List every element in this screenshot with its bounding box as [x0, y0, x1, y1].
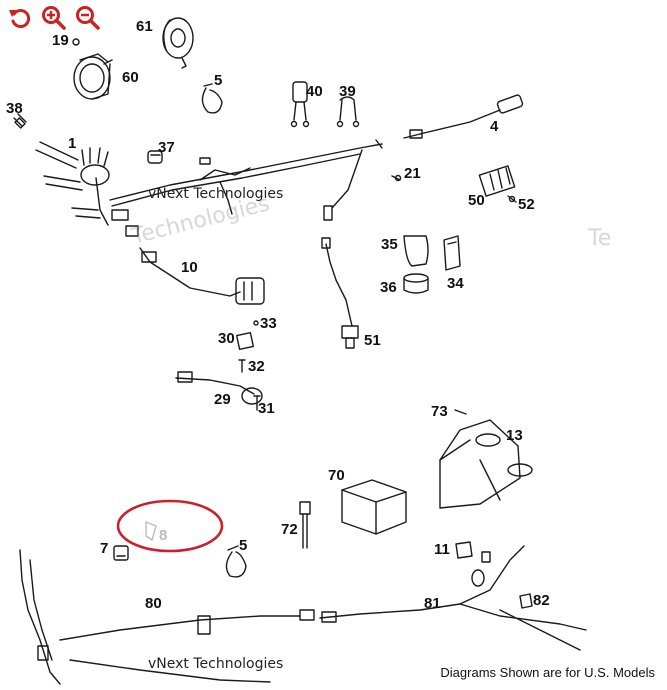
- callout-35[interactable]: 35: [381, 236, 398, 253]
- callout-34[interactable]: 34: [447, 275, 464, 292]
- part-50-rectifier[interactable]: [478, 165, 516, 197]
- callout-60[interactable]: 60: [122, 69, 139, 86]
- zoom-out-button[interactable]: [74, 4, 102, 32]
- part-72-fuse[interactable]: [299, 501, 311, 549]
- callout-1[interactable]: 1: [68, 135, 77, 152]
- callout-50[interactable]: 50: [468, 192, 485, 209]
- callout-73[interactable]: 73: [431, 403, 448, 420]
- part-51-sensor[interactable]: [321, 237, 359, 349]
- callout-80[interactable]: 80: [145, 595, 162, 612]
- part-21-screw[interactable]: [391, 174, 402, 182]
- callout-81[interactable]: 81: [424, 595, 441, 612]
- part-82-clip[interactable]: [519, 593, 533, 609]
- part-7-connector[interactable]: [113, 545, 129, 561]
- part-29-cable[interactable]: [175, 371, 263, 405]
- part-80-rear-harness[interactable]: [19, 549, 315, 685]
- callout-21[interactable]: 21: [404, 165, 421, 182]
- part-10-regulator[interactable]: [235, 277, 265, 305]
- callout-13[interactable]: 13: [506, 427, 523, 444]
- highlight-ring: [116, 499, 224, 553]
- part-39-diode[interactable]: [336, 96, 360, 128]
- part-61-horn[interactable]: [162, 17, 194, 69]
- part-33-screw[interactable]: [253, 320, 259, 326]
- callout-51[interactable]: 51: [364, 332, 381, 349]
- part-4-lead[interactable]: [403, 94, 524, 139]
- callout-4[interactable]: 4: [490, 118, 499, 135]
- part-37-cap[interactable]: [147, 150, 163, 164]
- part-36-grommet[interactable]: [403, 273, 429, 294]
- part-32-bolt[interactable]: [238, 359, 246, 373]
- part-5-clamp-bottom[interactable]: [225, 545, 247, 578]
- callout-37[interactable]: 37: [158, 139, 175, 156]
- callout-36[interactable]: 36: [380, 279, 397, 296]
- part-81-harness[interactable]: [319, 545, 587, 651]
- part-73-screw[interactable]: [454, 409, 467, 415]
- callout-52[interactable]: 52: [518, 196, 535, 213]
- part-60-gauge[interactable]: [73, 53, 113, 100]
- callout-31[interactable]: 31: [258, 400, 275, 417]
- part-5-clamp-top[interactable]: [201, 83, 223, 114]
- callout-40[interactable]: 40: [306, 83, 323, 100]
- callout-7[interactable]: 7: [100, 540, 109, 557]
- part-70-battery[interactable]: [341, 479, 407, 535]
- callout-8[interactable]: 8: [159, 527, 168, 544]
- callout-10[interactable]: 10: [181, 259, 198, 276]
- callout-72[interactable]: 72: [281, 521, 298, 538]
- callout-82[interactable]: 82: [533, 592, 550, 609]
- callout-61[interactable]: 61: [136, 18, 153, 35]
- part-8-highlight[interactable]: [145, 521, 157, 541]
- part-38-bulb[interactable]: [13, 113, 27, 129]
- callout-38[interactable]: 38: [6, 100, 23, 117]
- callout-39[interactable]: 39: [339, 83, 356, 100]
- zoom-in-button[interactable]: [40, 4, 68, 32]
- part-31-screw[interactable]: [253, 395, 261, 411]
- part-30-switch[interactable]: [235, 331, 255, 351]
- callout-70[interactable]: 70: [328, 467, 345, 484]
- callout-5-bottom[interactable]: 5: [239, 537, 248, 554]
- part-13-bracket[interactable]: [439, 419, 533, 509]
- part-40-relay[interactable]: [290, 81, 310, 128]
- diagram-toolbar: [6, 4, 102, 32]
- callout-11[interactable]: 11: [434, 541, 450, 558]
- part-34-bracket[interactable]: [443, 235, 461, 271]
- part-1-main-harness[interactable]: [35, 139, 383, 297]
- callout-29[interactable]: 29: [214, 391, 231, 408]
- callout-33[interactable]: 33: [260, 315, 277, 332]
- callout-32[interactable]: 32: [248, 358, 265, 375]
- zoom-out-icon: [76, 6, 100, 30]
- callout-30[interactable]: 30: [218, 330, 235, 347]
- callout-5-top[interactable]: 5: [214, 72, 223, 89]
- part-52-screw[interactable]: [507, 195, 517, 203]
- rotate-ccw-icon: [9, 9, 31, 28]
- callout-19[interactable]: 19: [52, 32, 69, 49]
- zoom-in-icon: [42, 6, 66, 30]
- diagram-footnote: Diagrams Shown are for U.S. Models: [440, 665, 655, 680]
- part-19-washer[interactable]: [72, 38, 80, 46]
- part-35-sleeve[interactable]: [403, 235, 429, 267]
- part-11-grommet[interactable]: [455, 541, 473, 559]
- reset-view-button[interactable]: [6, 4, 34, 32]
